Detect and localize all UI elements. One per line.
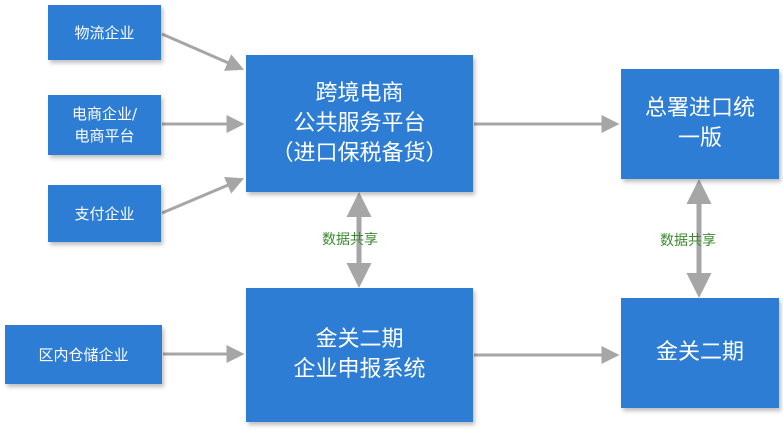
jinguan-declaration-system-label: 金关二期 企业申报系统 (293, 327, 426, 382)
customs-import-unified-label: 总署进口统 一版 (644, 96, 755, 151)
jinguan-phase2-label: 金关二期 (655, 340, 744, 365)
arrow-logistics-to-platform (161, 32, 245, 71)
logistics-company-box: 物流企业 (48, 5, 161, 60)
payment-company-label: 支付企业 (74, 204, 135, 223)
ecommerce-company-box: 电商企业/ 电商平台 (48, 95, 161, 155)
jinguan-declaration-system-box: 金关二期 企业申报系统 (246, 288, 473, 422)
logistics-company-label: 物流企业 (74, 23, 135, 42)
warehouse-company-box: 区内仓储企业 (5, 325, 162, 384)
data-share-label-left: 数据共享 (322, 232, 378, 248)
public-service-platform-label: 跨境电商 公共服务平台 （进口保税备货） (271, 80, 448, 166)
arrow-payment-to-platform (161, 176, 245, 215)
customs-import-unified-box: 总署进口统 一版 (621, 69, 779, 179)
public-service-platform-box: 跨境电商 公共服务平台 （进口保税备货） (246, 55, 473, 192)
ecommerce-company-label: 电商企业/ 电商平台 (71, 105, 138, 145)
data-share-label-right: 数据共享 (660, 233, 716, 249)
payment-company-box: 支付企业 (48, 185, 161, 242)
jinguan-phase2-box: 金关二期 (621, 298, 779, 408)
warehouse-company-label: 区内仓储企业 (38, 345, 129, 364)
